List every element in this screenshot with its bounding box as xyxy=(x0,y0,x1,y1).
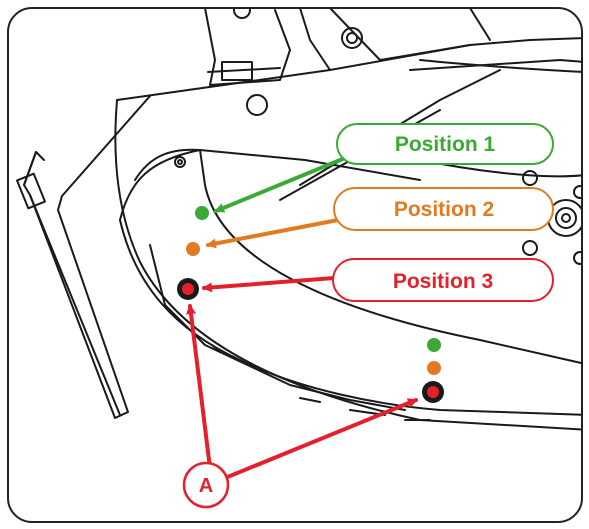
label-position-1-text: Position 1 xyxy=(395,133,496,156)
hole-position-3-lower-inner xyxy=(427,386,439,398)
hole-position-1-lower xyxy=(427,338,441,352)
frame-border xyxy=(7,7,583,523)
label-position-3: Position 3 xyxy=(332,258,554,302)
callout-a-text: A xyxy=(199,475,213,497)
label-position-2-text: Position 2 xyxy=(394,198,494,221)
callout-a: A xyxy=(182,461,230,509)
hole-position-1-upper xyxy=(195,206,209,220)
hole-position-2-upper xyxy=(186,242,200,256)
arrow-a-lower xyxy=(223,398,418,480)
arrows xyxy=(186,156,418,480)
hole-markers xyxy=(177,206,444,403)
label-position-2: Position 2 xyxy=(333,187,554,231)
arrow-a-upper xyxy=(186,304,212,470)
hole-position-3-upper-inner xyxy=(182,283,194,295)
label-position-1: Position 1 xyxy=(336,123,554,165)
arrow-position-2 xyxy=(206,218,340,249)
arrow-position-1 xyxy=(214,156,347,213)
hole-position-2-lower xyxy=(427,361,441,375)
arrow-position-3 xyxy=(202,276,336,293)
label-position-3-text: Position 3 xyxy=(393,270,493,293)
